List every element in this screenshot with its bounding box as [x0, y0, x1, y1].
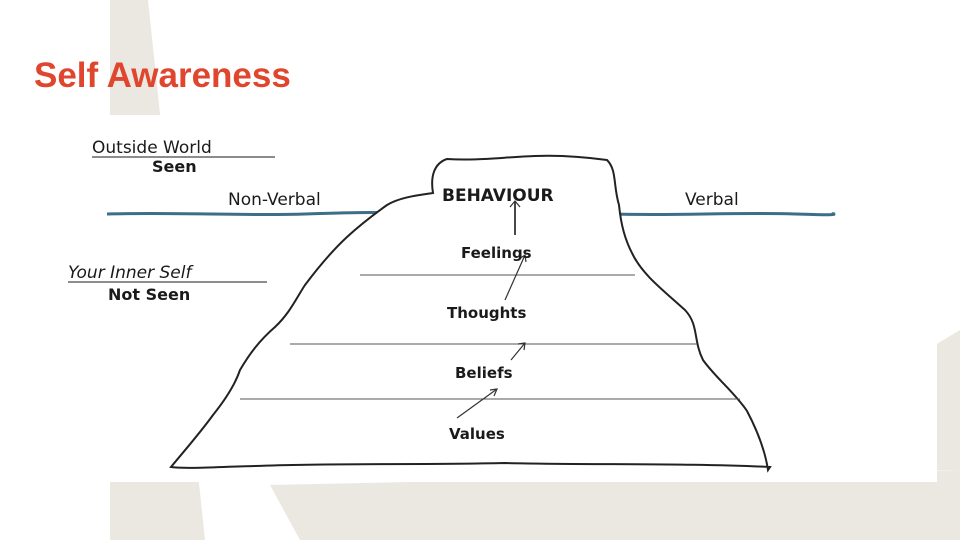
- not-seen-label: Not Seen: [108, 285, 190, 304]
- non-verbal-label: Non-Verbal: [228, 190, 321, 210]
- outside-world-label: Outside World: [92, 138, 212, 158]
- values-label: Values: [449, 425, 505, 443]
- seen-label: Seen: [152, 157, 197, 176]
- feelings-label: Feelings: [461, 244, 532, 262]
- beliefs-label: Beliefs: [455, 364, 513, 382]
- thoughts-label: Thoughts: [447, 304, 526, 322]
- behaviour-label: BEHAVIOUR: [442, 186, 554, 206]
- beige-shape-right: [935, 330, 960, 470]
- iceberg-diagram: Outside World Seen Non-Verbal BEHAVIOUR …: [35, 115, 937, 482]
- verbal-label: Verbal: [685, 190, 739, 210]
- inner-self-label: Your Inner Self: [68, 263, 194, 283]
- slide-title: Self Awareness: [34, 58, 291, 93]
